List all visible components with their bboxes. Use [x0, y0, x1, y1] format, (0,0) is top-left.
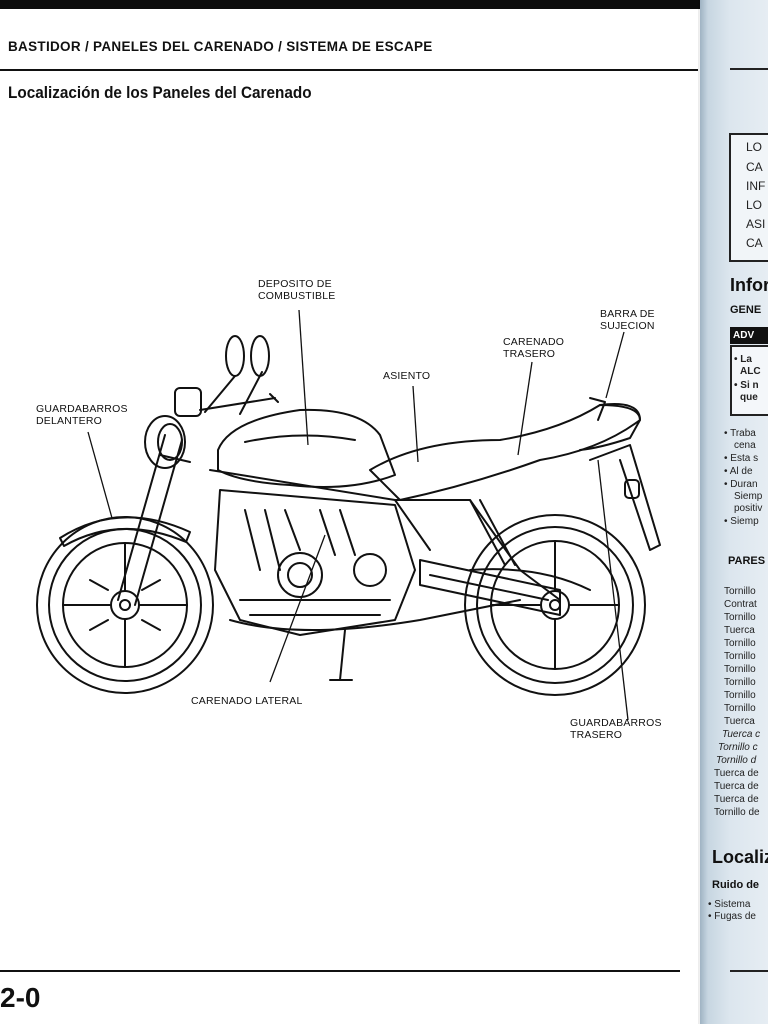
- adjacent-text: LO: [746, 140, 763, 154]
- adjacent-text: • Fugas de: [708, 911, 756, 922]
- label-guardabarros-delantero: GUARDABARROS DELANTERO: [36, 403, 128, 427]
- adjacent-text: Tuerca: [724, 625, 755, 636]
- page-number: 2-0: [0, 982, 41, 1013]
- label-line: CARENADO LATERAL: [191, 695, 303, 707]
- adjacent-subheading: Ruido de: [712, 879, 760, 891]
- adjacent-text: • Duran: [724, 479, 758, 490]
- adjacent-footer-rule: [730, 970, 768, 972]
- label-deposito-combustible: DEPOSITO DE COMBUSTIBLE: [258, 278, 335, 302]
- top-edge-bar: [0, 0, 768, 9]
- adjacent-heading: Infor: [730, 275, 768, 295]
- adjacent-subheading: GENE: [730, 304, 762, 316]
- adjacent-text: Tornillo: [724, 612, 756, 623]
- adjacent-text: CA: [746, 236, 763, 250]
- label-line: BARRA DE: [600, 308, 655, 320]
- label-line: CARENADO: [503, 336, 565, 348]
- label-line: TRASERO: [570, 729, 623, 741]
- adjacent-text: positiv: [734, 503, 763, 514]
- adjacent-text: INF: [746, 179, 766, 193]
- adjacent-contents-box: [729, 133, 768, 262]
- adjacent-page-edge: LO CA INF LO ASI CA Infor GENE ADV • La …: [700, 0, 768, 1024]
- adjacent-text: que: [740, 392, 758, 403]
- adjacent-text: Tornillo: [724, 690, 756, 701]
- label-line: TRASERO: [503, 348, 556, 360]
- adjacent-text: LO: [746, 198, 763, 212]
- adjacent-text: Tornillo: [724, 677, 756, 688]
- footer-rule: [0, 970, 680, 972]
- adjacent-text: cena: [734, 440, 756, 451]
- label-line: DEPOSITO DE: [258, 278, 332, 290]
- adjacent-text: ALC: [740, 366, 761, 377]
- label-line: SUJECION: [600, 320, 655, 332]
- adjacent-text: Tuerca de: [714, 781, 759, 792]
- label-line: GUARDABARROS: [570, 717, 662, 729]
- adjacent-text: Siemp: [734, 491, 763, 502]
- adjacent-text: • Traba: [724, 428, 756, 439]
- adjacent-text: Tuerca de: [714, 768, 759, 779]
- label-line: COMBUSTIBLE: [258, 290, 336, 302]
- label-line: GUARDABARROS: [36, 403, 128, 415]
- adjacent-warning-tag: ADV: [730, 327, 768, 344]
- adjacent-text: Tuerca: [724, 716, 755, 727]
- adjacent-header-rule: [730, 68, 768, 70]
- label-line: ASIENTO: [383, 370, 431, 382]
- adjacent-text: • Siemp: [724, 516, 759, 527]
- label-guardabarros-trasero: GUARDABARROS TRASERO: [570, 717, 662, 741]
- adjacent-text: Tornillo: [724, 586, 756, 597]
- adjacent-text: Tornillo: [724, 651, 756, 662]
- adjacent-warning-box: [730, 345, 768, 416]
- motorcycle-diagram: [36, 309, 661, 721]
- adjacent-text: • Sistema: [708, 899, 751, 910]
- label-carenado-lateral: CARENADO LATERAL: [191, 695, 303, 707]
- adjacent-heading: Localiz: [712, 847, 768, 867]
- adjacent-text: • Si n: [734, 380, 759, 391]
- page-subtitle: Localización de los Paneles del Carenado: [8, 83, 312, 102]
- section-title: BASTIDOR / PANELES DEL CARENADO / SISTEM…: [8, 39, 433, 54]
- adjacent-text: Tornillo d: [716, 755, 757, 766]
- adjacent-text: Tornillo: [724, 664, 756, 675]
- adjacent-text: • Al de: [724, 466, 753, 477]
- adjacent-text: Tornillo c: [718, 742, 758, 753]
- header-rule: [0, 69, 698, 71]
- adjacent-text: Tornillo: [724, 703, 756, 714]
- adjacent-text: Contrat: [724, 599, 757, 610]
- label-asiento: ASIENTO: [383, 370, 430, 382]
- adjacent-text: • La: [734, 354, 752, 365]
- adjacent-text: Tuerca de: [714, 794, 759, 805]
- adjacent-text: CA: [746, 160, 763, 174]
- adjacent-text: • Esta s: [724, 453, 759, 464]
- label-line: DELANTERO: [36, 415, 102, 427]
- adjacent-text: Tornillo: [724, 638, 756, 649]
- label-barra-sujecion: BARRA DE SUJECION: [600, 308, 655, 332]
- label-carenado-trasero: CARENADO TRASERO: [503, 336, 564, 360]
- adjacent-text: Tornillo de: [714, 807, 760, 818]
- adjacent-text: Tuerca c: [722, 729, 761, 740]
- adjacent-subheading: PARES: [728, 555, 766, 567]
- adjacent-text: ASI: [746, 217, 766, 231]
